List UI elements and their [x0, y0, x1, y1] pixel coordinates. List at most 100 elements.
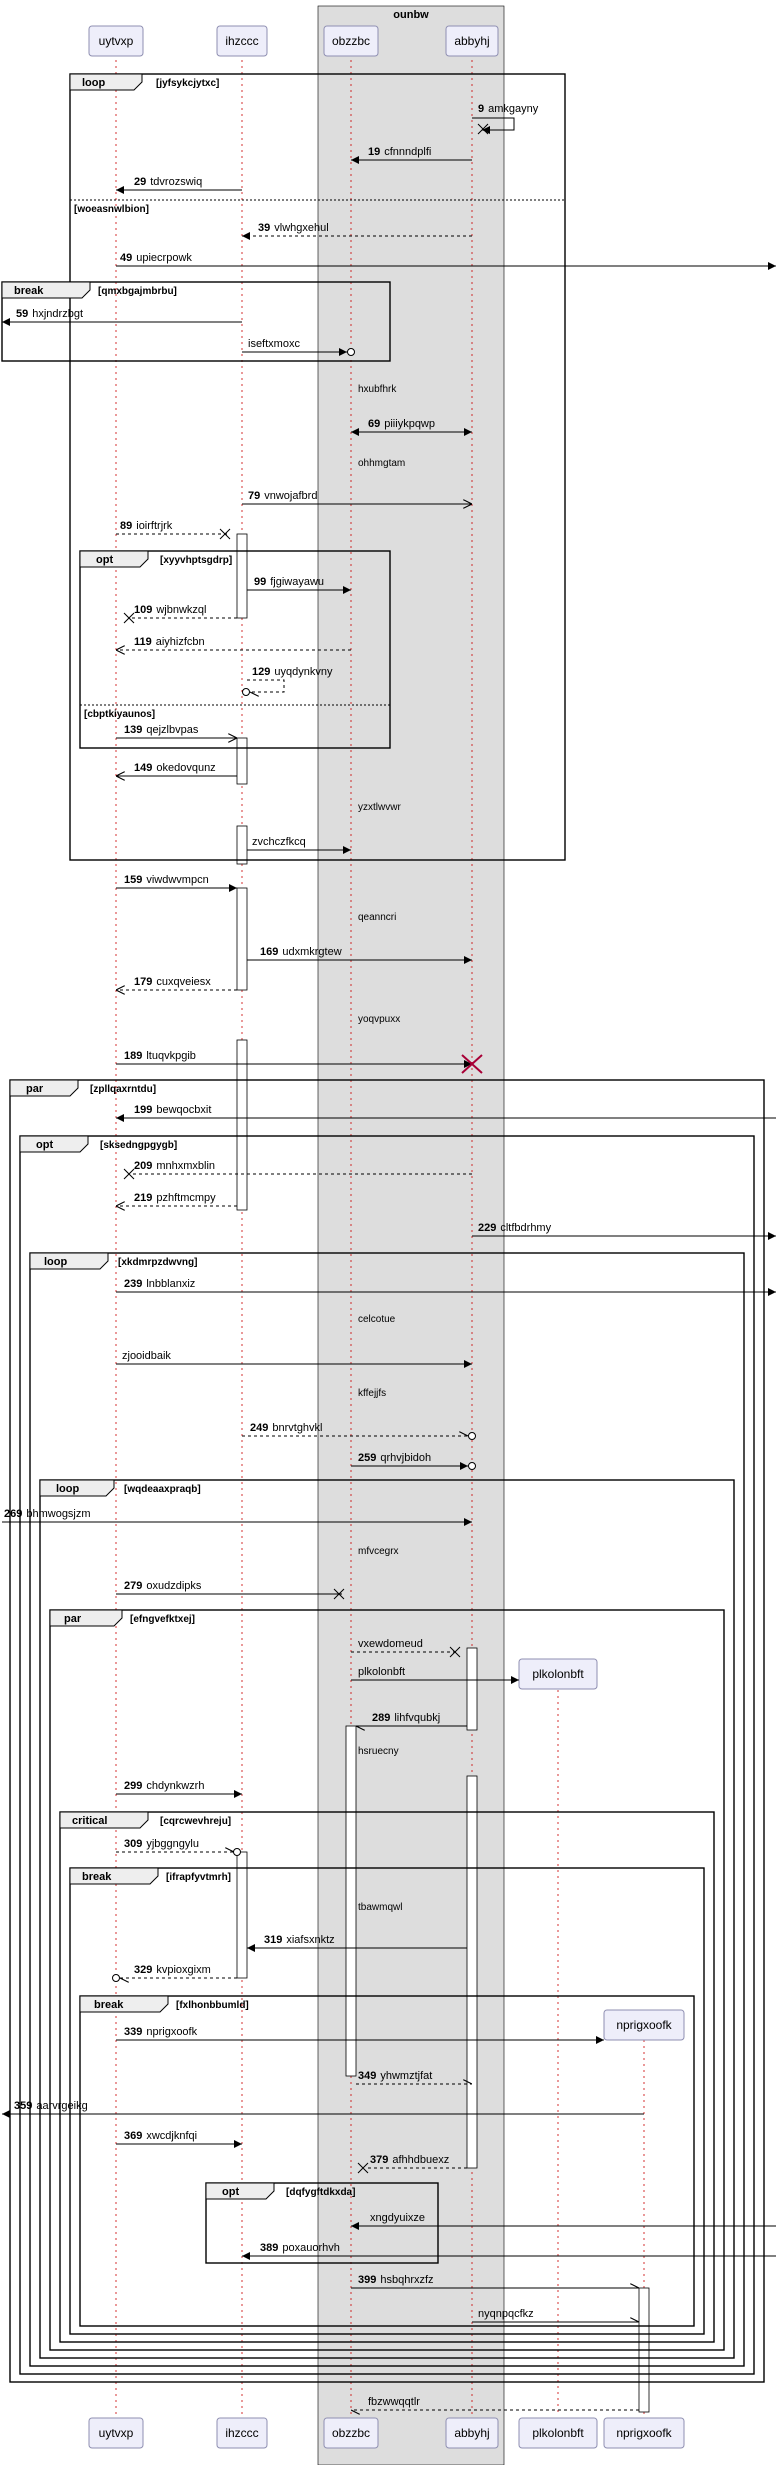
fragment-break — [69, 1867, 705, 2335]
message-label: 199 bewqocbxit — [134, 1100, 211, 1117]
fragment-condition: [dqfygftdkxda] — [286, 2187, 355, 2198]
message-label: 369 xwcdjknfqi — [124, 2126, 197, 2143]
activation-bar — [236, 1851, 248, 1979]
divider-label: kffejjfs — [358, 1388, 386, 1399]
participant-ihzccc-bottom: ihzccc — [216, 2417, 268, 2449]
message-label: 159 viwdwvmpcn — [124, 870, 209, 887]
message-379 — [357, 2162, 467, 2174]
fragment-tabs: loop [jyfsykcjytxc] [woeasnwlbion] break… — [1, 73, 355, 2200]
participant-uytvxp: uytvxp — [88, 25, 144, 57]
fragment-break — [79, 1995, 695, 2327]
participant-obzzbc: obzzbc — [323, 25, 379, 57]
fragment-tab — [69, 1867, 159, 1885]
activation-bar — [466, 1775, 478, 2169]
message-9 — [472, 117, 515, 135]
participants-top: uytvxp ihzccc obzzbc abbyhj — [88, 25, 499, 57]
message-label: plkolonbft — [358, 1666, 405, 1678]
participant-label: nprigxoofk — [616, 2426, 672, 2440]
message-label: 149 okedovqunz — [134, 758, 216, 775]
participant-box — [216, 2417, 268, 2449]
participant-label: abbyhj — [454, 34, 489, 48]
participant-plkolonbft-created: plkolonbft — [518, 1658, 598, 1690]
participant-label: ihzccc — [225, 2426, 258, 2440]
message-label: 249 bnrvtghvkl — [250, 1418, 323, 1435]
participant-label: uytvxp — [99, 2426, 134, 2440]
message-279 — [116, 1588, 345, 1600]
message-label: 389 poxauorhvh — [260, 2238, 340, 2255]
fragment-frames — [1, 73, 765, 2383]
fragment-tab — [1, 281, 91, 299]
participant-plkolonbft-bottom: plkolonbft — [518, 2417, 598, 2449]
participant-label: nprigxoofk — [616, 2018, 672, 2032]
fragment-tab — [59, 1811, 149, 1829]
message-309 — [116, 1849, 241, 1856]
fragment-loop — [29, 1252, 745, 2367]
message-label: 59 hxjndrzbgt — [16, 304, 83, 321]
participant-label: uytvxp — [99, 34, 134, 48]
participant-ihzccc: ihzccc — [216, 25, 268, 57]
message-label: 119 aiyhizfcbn — [134, 632, 205, 649]
fragment-keyword: par — [26, 1083, 44, 1095]
message-189 — [116, 1054, 483, 1074]
fragment-tab — [9, 1079, 79, 1097]
participant-box — [603, 2417, 685, 2449]
fragment-condition: [xyyvhptsgdrp] — [160, 555, 232, 566]
participants-bottom: uytvxp ihzccc obzzbc abbyhj plkolonbft n… — [88, 2417, 685, 2449]
fragment-condition: [cqrcwevhreju] — [160, 1816, 231, 1827]
fragment-tab — [205, 2182, 275, 2200]
activation-bar — [236, 825, 248, 865]
message-label: 229 cltfbdrhmy — [478, 1218, 552, 1235]
divider-label: ohhmgtam — [358, 458, 405, 469]
fragment-par — [49, 1609, 725, 2351]
fragment-tab — [79, 1995, 169, 2013]
message-label: 359 aarvrgeikg — [14, 2096, 88, 2113]
participant-label: plkolonbft — [532, 2426, 584, 2440]
divider-label: yoqvpuxx — [358, 1014, 400, 1025]
message-129 — [242, 679, 285, 696]
fragment-condition: [sksedngpgygb] — [100, 1140, 177, 1151]
fragment-keyword: break — [82, 1871, 112, 1883]
fragment-opt — [205, 2182, 439, 2264]
participant-box — [323, 2417, 379, 2449]
message-label: 19 cfnnndplfi — [368, 142, 431, 159]
message-329 — [112, 1974, 237, 1982]
fragment-condition: [woeasnwlbion] — [74, 204, 149, 215]
activation-bar — [236, 1039, 248, 1211]
fragment-loop — [39, 1479, 735, 2359]
message-iseftxmoxc — [242, 348, 355, 356]
fragment-tab — [19, 1135, 89, 1153]
divider-label: yzxtlwvwr — [358, 802, 401, 813]
message-label: 299 chdynkwzrh — [124, 1776, 204, 1793]
fragment-keyword: loop — [82, 77, 105, 89]
fragment-condition: [wqdeaaxpraqb] — [124, 1484, 201, 1495]
participant-abbyhj: abbyhj — [445, 25, 499, 57]
message-label: 9 amkgayny — [478, 99, 539, 116]
message-label: 89 ioirftrjrk — [120, 516, 173, 533]
message-label: 399 hsbqhrxzfz — [358, 2270, 434, 2287]
message-label: zjooidbaik — [122, 1350, 171, 1362]
fragment-opt — [19, 1135, 755, 2375]
fragment-keyword: par — [64, 1613, 82, 1625]
fragment-tab — [49, 1609, 123, 1627]
message-label: zvchczfkcq — [252, 836, 306, 848]
message-label: 129 uyqdynkvny — [252, 662, 333, 679]
message-label: xngdyuixze — [370, 2212, 425, 2224]
fragment-condition: [zpllqaxrntdu] — [90, 1084, 156, 1095]
divider-label: mfvcegrx — [358, 1546, 399, 1557]
fragment-separators — [70, 199, 565, 706]
message-label: 29 tdvrozswiq — [134, 172, 202, 189]
message-label: 279 oxudzdipks — [124, 1576, 202, 1593]
participant-nprigxoofk-created: nprigxoofk — [603, 2009, 685, 2041]
fragment-keyword: opt — [36, 1139, 53, 1151]
participant-box — [603, 2009, 685, 2041]
fragment-keyword: loop — [56, 1483, 79, 1495]
participant-box — [445, 25, 499, 57]
message-label: 239 lnbblanxiz — [124, 1274, 195, 1291]
message-label: 269 bhmwogsjzm — [4, 1504, 91, 1521]
message-label: 99 fjgiwayawu — [254, 572, 324, 589]
fragment-condition: [efngvefktxej] — [130, 1614, 195, 1625]
participant-obzzbc-bottom: obzzbc — [323, 2417, 379, 2449]
fragment-condition: [qmxbgajmbrbu] — [98, 286, 177, 297]
message-label: 139 qejzlbvpas — [124, 720, 199, 737]
